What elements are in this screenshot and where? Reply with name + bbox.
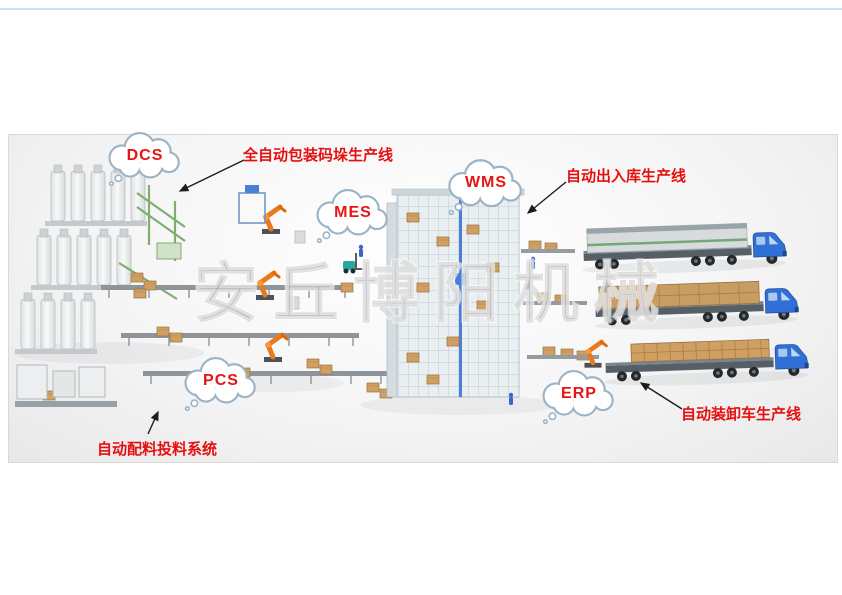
cloud-pcs: PCS [175,351,267,413]
asrs-rack [386,188,525,398]
illustration-panel [8,134,838,463]
green-machine [156,242,182,260]
forklift [343,253,363,274]
top-divider [0,8,842,10]
cloud-wms-label: WMS [464,174,508,191]
label-inout-line: 自动出入库生产线 [566,168,687,185]
dock-conveyors [521,249,599,359]
cloud-dcs: DCS [99,126,191,188]
label-loading-line: 自动装卸车生产线 [681,406,802,423]
label-batching-line: 自动配料投料系统 [97,441,218,458]
cloud-dcs-label: DCS [126,147,164,164]
truck-top [580,222,788,277]
palletizing-robot-3 [264,335,287,362]
stacker-crane [455,195,466,397]
cloud-wms: WMS [436,153,536,217]
cloud-erp: ERP [533,364,625,426]
factory-illustration [14,164,810,415]
silo-cluster-bottom [15,292,97,354]
truck-bottom [602,338,810,389]
cloud-mes: MES [307,183,399,245]
cloud-erp-label: ERP [561,385,597,402]
truck-middle [592,280,800,333]
silo-cluster-top [45,164,147,226]
silo-cluster-mid [31,228,133,290]
cloud-mes-label: MES [334,204,372,221]
palletizer-frame [238,185,306,310]
truck-middle-cargo [598,280,760,310]
label-packing-line: 全自动包装码垛生产线 [243,147,394,164]
truck-top-container [586,222,748,254]
batching-machines [15,364,117,407]
cloud-pcs-label: PCS [203,372,239,389]
truck-bottom-boxes [630,338,770,363]
